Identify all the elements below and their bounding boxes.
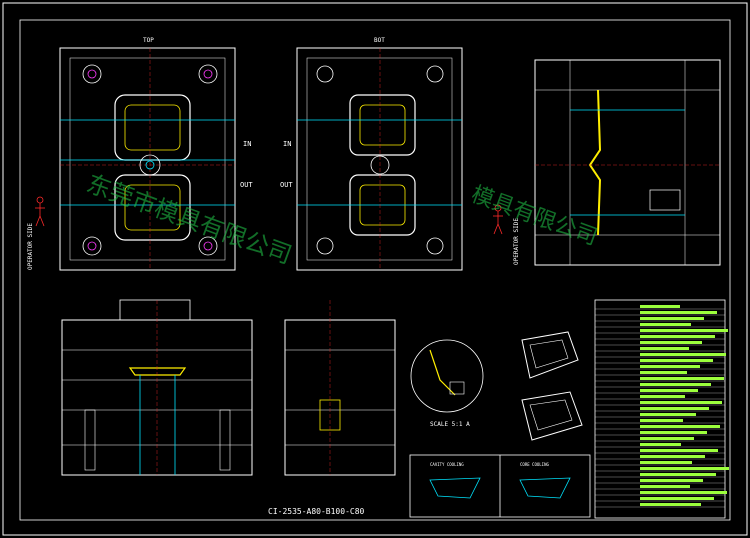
bom-row-text xyxy=(640,401,722,404)
operator-figure-icon xyxy=(35,196,45,227)
bom-row-text xyxy=(640,419,683,422)
bom-row-text xyxy=(640,455,705,458)
bom-row-text xyxy=(640,473,716,476)
detail-a xyxy=(410,339,484,413)
bom-row-text xyxy=(640,413,696,416)
bom-row-text xyxy=(640,431,707,434)
bottom-plate-view xyxy=(296,47,463,271)
product-iso-view-2 xyxy=(521,391,583,441)
bom-row-text xyxy=(640,485,690,488)
bom-row-text xyxy=(640,461,692,464)
bom-row-text xyxy=(640,491,727,494)
bom-row-text xyxy=(640,323,691,326)
bom-row-text xyxy=(640,371,687,374)
bom-row-text xyxy=(640,503,701,506)
out-label-1: OUT xyxy=(240,181,253,189)
bom-row-text xyxy=(640,305,680,308)
in-label-1: IN xyxy=(243,140,251,148)
out-label-2: OUT xyxy=(280,181,293,189)
bom-row-text xyxy=(640,449,718,452)
bom-row-text xyxy=(640,443,681,446)
bom-row-text xyxy=(640,437,694,440)
bom-row-text xyxy=(640,407,709,410)
core-cooling-label: CORE COOLING xyxy=(520,462,549,467)
bom-row-text xyxy=(640,467,729,470)
operator-figure-icon xyxy=(493,204,503,235)
mold-code: CI-2535-A80-B100-C80 xyxy=(268,507,365,516)
top-view-title: TOP xyxy=(143,37,154,44)
bom-row-text xyxy=(640,347,689,350)
bom-row-text xyxy=(640,341,702,344)
bom-row-text xyxy=(640,479,703,482)
bom-row-text xyxy=(640,395,685,398)
bom-row-text xyxy=(640,359,713,362)
bom-row-text xyxy=(640,335,715,338)
in-label-2: IN xyxy=(283,140,291,148)
scale-note: SCALE 5:1 A xyxy=(430,421,470,428)
bottom-view-title: BOT xyxy=(374,37,385,44)
bom-row-text xyxy=(640,311,717,314)
bom-row-text xyxy=(640,365,700,368)
bom-row-text xyxy=(640,329,728,332)
bom-row-text xyxy=(640,383,711,386)
top-plate-view xyxy=(59,47,236,271)
bill-of-materials-table xyxy=(594,299,729,519)
bom-row-text xyxy=(640,377,724,380)
front-section-view xyxy=(61,299,253,476)
bom-row-text xyxy=(640,317,704,320)
side-section-view xyxy=(534,59,721,266)
operator-side-label-2: OPERATOR SIDE xyxy=(513,218,520,265)
bom-row-text xyxy=(640,425,720,428)
cooling-diagram-box xyxy=(409,454,591,518)
cavity-cooling-label: CAVITY COOLING xyxy=(430,462,464,467)
product-iso-view-1 xyxy=(521,331,579,379)
inner-frame xyxy=(19,19,731,521)
bom-row-text xyxy=(640,497,714,500)
right-section-view xyxy=(284,300,396,476)
bom-row-text xyxy=(640,389,698,392)
watermark-text-2: 模具有限公司 xyxy=(468,182,601,251)
operator-side-label-1: OPERATOR SIDE xyxy=(27,223,34,270)
bom-row-text xyxy=(640,353,726,356)
